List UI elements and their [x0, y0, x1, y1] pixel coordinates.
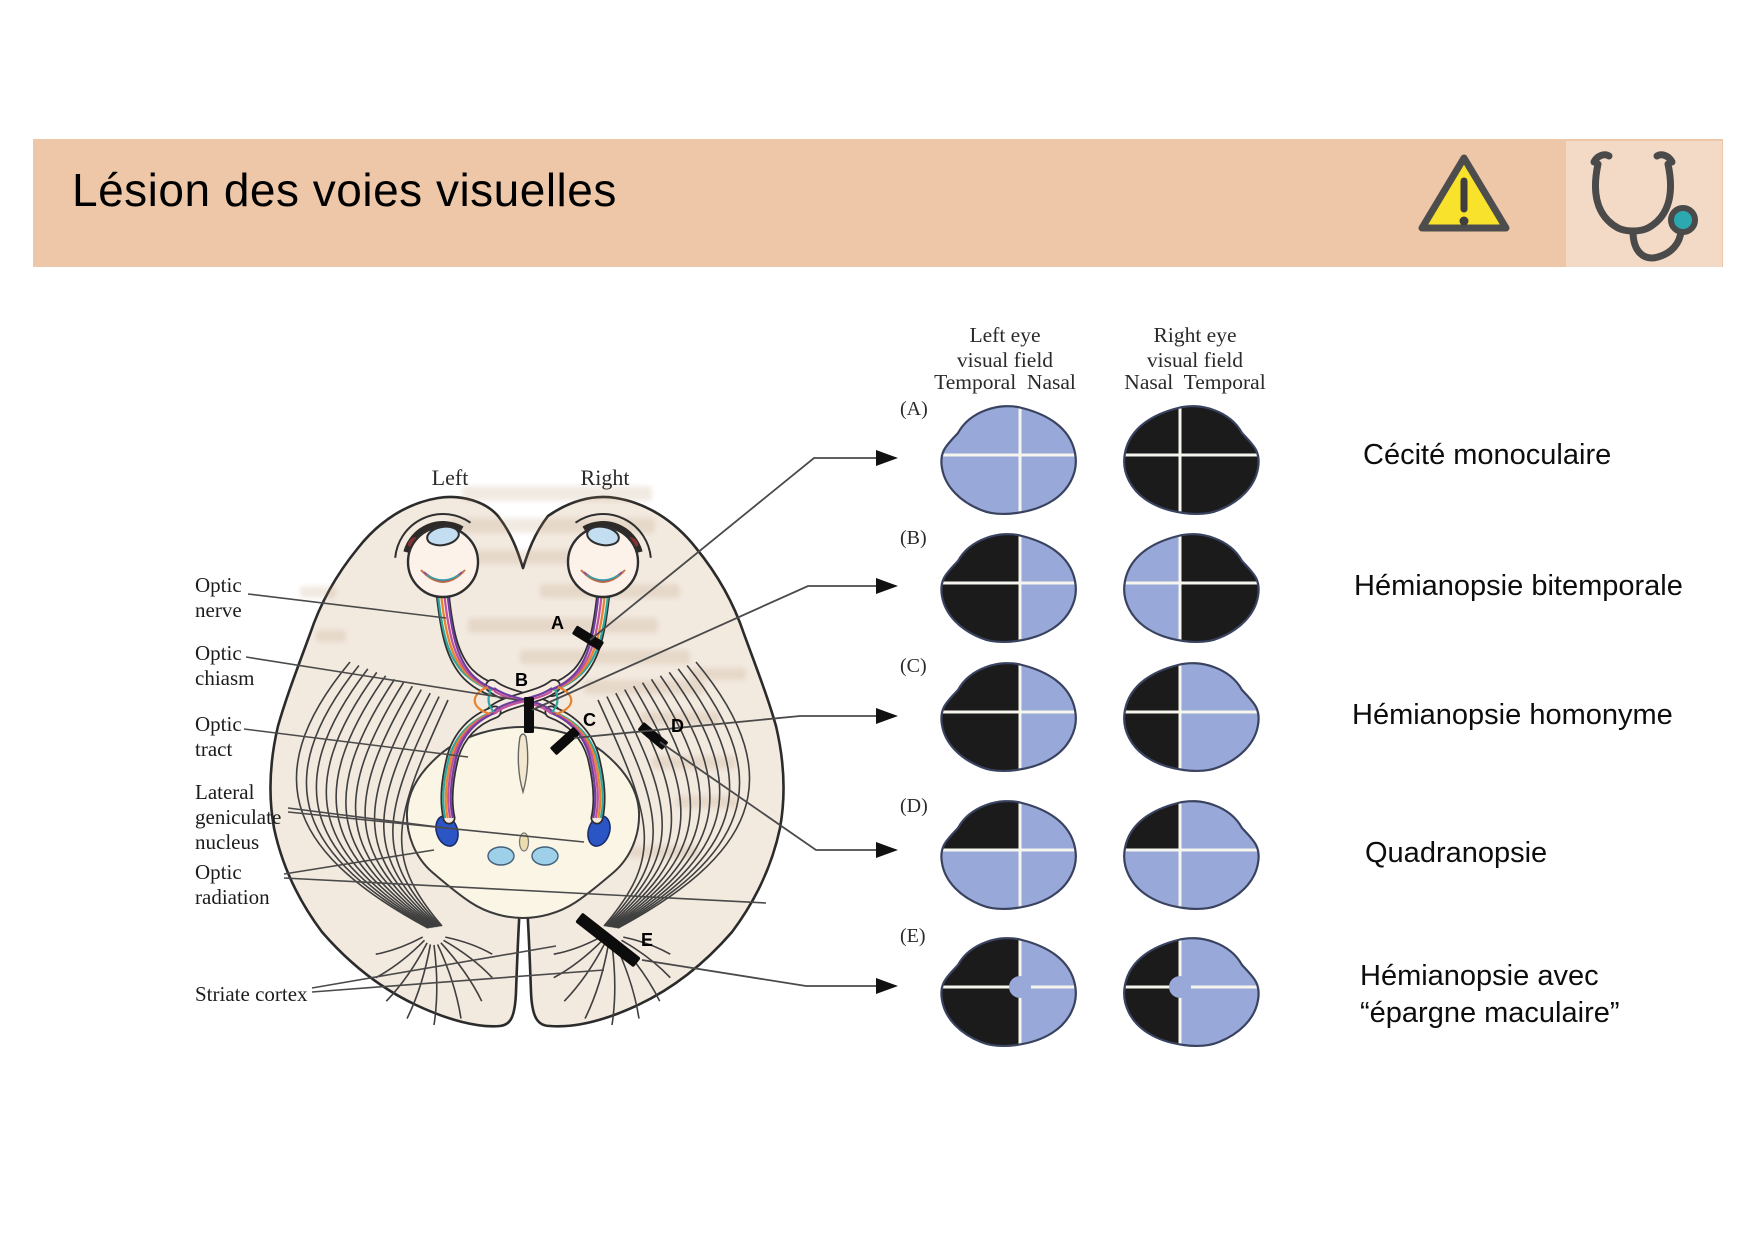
optic-radiation-fibers	[295, 661, 751, 1026]
lesion-E	[575, 913, 641, 967]
row-key-a: (A)	[900, 398, 928, 420]
visual-field-cells	[940, 405, 1260, 1047]
lesion-C	[550, 727, 580, 755]
label-optic-chiasm: Optic chiasm	[195, 641, 255, 690]
diagnosis-a: Cécité monoculaire	[1363, 439, 1612, 471]
label-optic-radiation: Optic radiation	[195, 860, 270, 909]
eye-label-left: Left	[431, 465, 469, 490]
visual-field-right-D	[1123, 800, 1260, 910]
row-key-b: (B)	[900, 527, 927, 549]
diagnosis-e: Hémianopsie avec “épargne maculaire”	[1360, 958, 1620, 1032]
lesion-letter-a: A	[551, 613, 564, 633]
hemifield-header-left: Temporal Nasal	[934, 370, 1076, 394]
hemifield-header-right: Nasal Temporal	[1124, 370, 1266, 394]
row-arrows	[531, 450, 898, 994]
lesion-A	[572, 625, 604, 651]
visual-field-right-E	[1123, 937, 1260, 1047]
lesion-letter-d: D	[671, 716, 684, 736]
superior-colliculus-right	[531, 846, 559, 866]
visual-field-left-A	[940, 405, 1077, 515]
stethoscope-icon	[1590, 151, 1698, 262]
midbrain	[405, 725, 641, 920]
label-optic-nerve: Optic nerve	[195, 573, 242, 622]
visual-field-left-C	[940, 662, 1077, 772]
lesion-letter-e: E	[641, 930, 654, 950]
label-lateral-geniculate-nucleus: Lateral geniculate nucleus	[195, 780, 282, 854]
visual-field-right-C	[1123, 662, 1260, 772]
visual-field-right-A	[1123, 405, 1260, 515]
optic-pathways	[436, 590, 610, 825]
label-striate-cortex: Striate cortex	[195, 982, 308, 1006]
visual-field-left-E	[940, 937, 1077, 1047]
label-optic-tract: Optic tract	[195, 712, 242, 761]
lesion-letter-b: B	[515, 670, 528, 690]
visual-field-left-D	[940, 800, 1077, 910]
visual-field-left-B	[940, 533, 1077, 643]
row-key-e: (E)	[900, 925, 926, 947]
visual-field-right-B	[1123, 533, 1260, 643]
lesion-B	[524, 697, 534, 733]
warning-icon	[1418, 154, 1510, 232]
diagnosis-b: Hémianopsie bitemporale	[1354, 570, 1683, 602]
arrowheads	[876, 450, 898, 994]
cerebral-aqueduct	[518, 832, 530, 852]
third-ventricle	[517, 733, 529, 795]
diagnosis-d: Quadranopsie	[1365, 837, 1548, 869]
row-key-c: (C)	[900, 655, 927, 677]
eyes	[394, 513, 652, 599]
superior-colliculus-left	[487, 846, 515, 866]
label-leaders	[243, 593, 767, 993]
diagnosis-c: Hémianopsie homonyme	[1352, 699, 1673, 731]
page-title: Lésion des voies visuelles	[72, 164, 617, 216]
diagnosis-e-line2: “épargne maculaire”	[1360, 997, 1620, 1029]
eye-label-right: Right	[580, 465, 630, 490]
lesion-letter-c: C	[583, 710, 596, 730]
row-key-d: (D)	[900, 795, 928, 817]
diagnosis-e-line1: Hémianopsie avec	[1360, 960, 1599, 992]
